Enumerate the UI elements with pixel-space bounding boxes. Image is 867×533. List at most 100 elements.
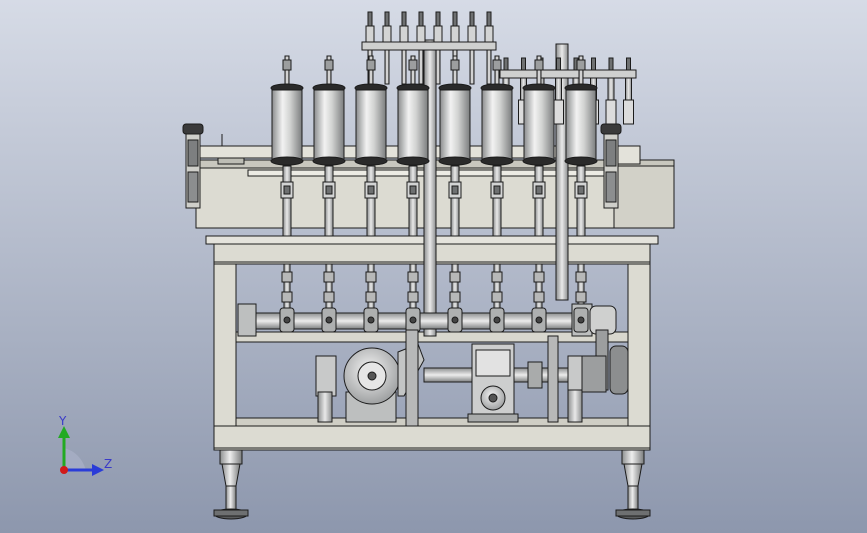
valve-port	[325, 185, 333, 195]
valve-stem	[366, 165, 376, 237]
feed-tube	[607, 77, 615, 103]
valve-tip	[486, 11, 492, 27]
cylinder-cap-bottom	[312, 156, 346, 166]
valve-stem	[534, 165, 544, 237]
cylinder-cap-bottom	[522, 156, 556, 166]
cylinder-body	[481, 89, 513, 161]
valve-port	[451, 185, 459, 195]
valve-tip	[367, 11, 373, 27]
lower-fitting	[407, 271, 419, 283]
cam-pin	[409, 316, 417, 324]
valve	[467, 25, 477, 43]
feed-tube	[435, 49, 441, 85]
dosing-cylinders	[270, 55, 598, 315]
dosing-cylinder	[312, 55, 346, 315]
feed-tube	[625, 77, 632, 103]
rear-fitting	[623, 99, 634, 125]
feed-tube	[401, 49, 407, 85]
manifold-bar	[361, 41, 497, 51]
valve-tip	[608, 57, 614, 71]
lower-fitting	[365, 271, 377, 283]
cam-pin	[535, 316, 543, 324]
valve-tip	[521, 57, 526, 71]
valve-stem	[492, 165, 502, 237]
valve-stem	[408, 165, 418, 237]
top-manifold	[361, 11, 497, 85]
center-pipe	[423, 39, 437, 337]
manifold-bar	[499, 69, 637, 79]
valve	[433, 25, 443, 43]
dosing-cylinder	[270, 55, 304, 315]
rod-nut	[492, 59, 502, 71]
cylinder-cap-bottom	[396, 156, 430, 166]
lower-fitting	[491, 291, 503, 303]
valve-tip	[401, 11, 407, 27]
lower-fitting	[491, 271, 503, 283]
cylinder-cap-bottom	[480, 156, 514, 166]
right-bracket	[600, 123, 641, 209]
rod-nut	[450, 59, 460, 71]
dosing-cylinder	[480, 55, 514, 315]
feed-tube	[418, 49, 424, 85]
lower-fitting	[407, 291, 419, 303]
gearbox	[467, 343, 519, 423]
valve-tip	[591, 57, 596, 71]
left-foot	[213, 449, 249, 520]
feed-tube	[469, 49, 475, 85]
z-axis-label: Z	[104, 457, 112, 471]
lower-fitting	[449, 291, 461, 303]
valve	[365, 25, 375, 43]
rod-nut	[366, 59, 376, 71]
lower-fitting	[323, 271, 335, 283]
sprocket-assembly	[527, 335, 629, 423]
y-axis-label: Y	[58, 414, 67, 428]
rod-nut	[324, 59, 334, 71]
lower-fitting	[575, 271, 587, 283]
cylinder-body	[355, 89, 387, 161]
cylinder-cap-bottom	[438, 156, 472, 166]
rod-nut	[576, 59, 586, 71]
dosing-cylinder	[396, 55, 430, 315]
feed-tube	[384, 49, 390, 85]
lower-fitting	[533, 291, 545, 303]
cylinder-body	[313, 89, 345, 161]
cam-set	[279, 307, 589, 333]
valve	[416, 25, 426, 43]
valve-tip	[435, 11, 441, 27]
coordinate-triad-icon: Y Z	[58, 414, 112, 476]
lower-fitting	[449, 271, 461, 283]
dosing-cylinder	[522, 55, 556, 315]
valve-tip	[626, 57, 631, 71]
cam-pin	[367, 316, 375, 324]
valve	[450, 25, 460, 43]
rear-fitting	[605, 99, 617, 125]
valve-port	[493, 185, 501, 195]
valve-tip	[418, 11, 424, 27]
valve	[399, 25, 409, 43]
frame	[213, 263, 651, 451]
rod-nut	[282, 59, 292, 71]
lower-fitting	[281, 271, 293, 283]
cylinder-body	[565, 89, 597, 161]
cylinder-body	[523, 89, 555, 161]
valve-stem	[450, 165, 460, 237]
valve-port	[409, 185, 417, 195]
cylinder-cap-bottom	[564, 156, 598, 166]
cam-pin	[283, 316, 291, 324]
rod-nut	[408, 59, 418, 71]
motor	[343, 329, 425, 427]
cylinder-cap-bottom	[270, 156, 304, 166]
cylinder-body	[271, 89, 303, 161]
right-foot	[615, 449, 651, 520]
valve-stem	[282, 165, 292, 237]
cam-pin	[451, 316, 459, 324]
valve-tip	[452, 11, 458, 27]
cylinder-cap-bottom	[354, 156, 388, 166]
valve-port	[367, 185, 375, 195]
dosing-cylinder	[354, 55, 388, 315]
cam-pin	[325, 316, 333, 324]
valve-port	[577, 185, 585, 195]
valve-stem	[324, 165, 334, 237]
cam-pin	[493, 316, 501, 324]
